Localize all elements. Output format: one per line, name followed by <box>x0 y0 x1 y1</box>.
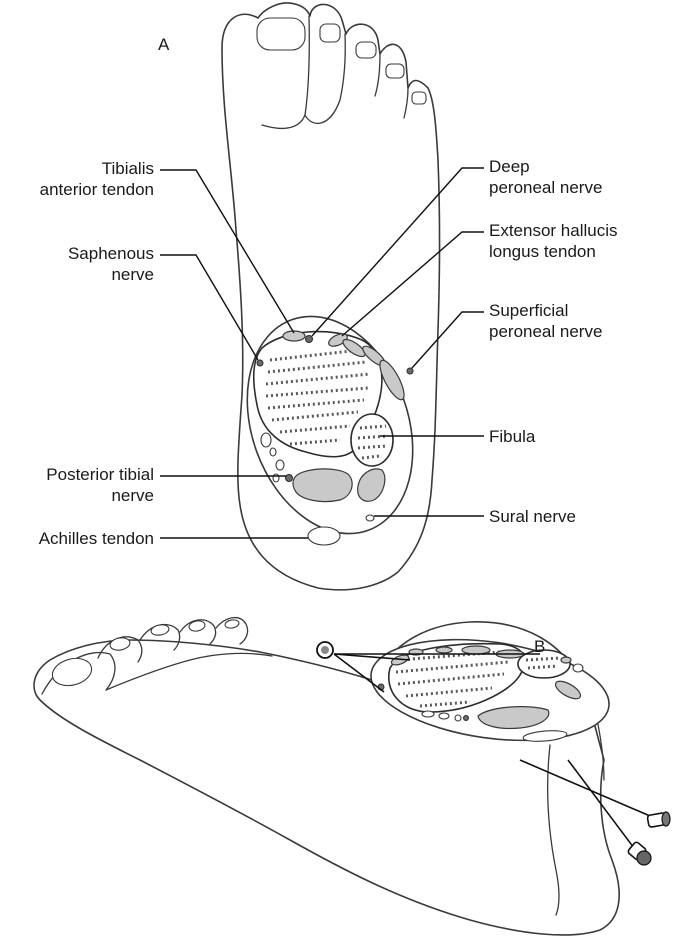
label-sural: Sural nerve <box>489 507 576 526</box>
toenail-b-third <box>150 624 169 637</box>
panel-label-a: A <box>158 35 170 54</box>
label-posterior-line1: Posterior tibial <box>46 465 154 484</box>
figure-a <box>218 3 441 590</box>
panel-label-b: B <box>534 637 545 656</box>
flexor-muscle-a <box>293 469 352 502</box>
label-tibialis-line2: anterior tendon <box>40 180 154 199</box>
sural-vessel-a <box>366 515 374 521</box>
label-deep-line2: peroneal nerve <box>489 178 602 197</box>
figure-b: B <box>34 618 670 935</box>
vessel-post2-a <box>273 474 279 482</box>
tendon-b6 <box>561 657 571 663</box>
syringe-hub-top-inner <box>321 646 329 654</box>
label-fibula: Fibula <box>489 427 536 446</box>
toenail-b-fifth <box>224 619 239 629</box>
vessel-post-a <box>276 460 284 470</box>
vessel-b2 <box>422 711 434 717</box>
vessel-b1 <box>573 664 583 672</box>
saphenous-nerve-a <box>257 360 263 366</box>
vessel-b3 <box>439 713 449 719</box>
label-superficial-line1: Superficial <box>489 301 568 320</box>
achilles-tendon-a <box>308 527 340 545</box>
toenail-fifth <box>412 92 426 104</box>
vessel-medial-a <box>261 433 271 447</box>
label-achilles: Achilles tendon <box>39 529 154 548</box>
superficial-peroneal-nerve-a <box>407 368 413 374</box>
posterior-tibial-nerve-a <box>286 475 293 482</box>
label-posterior-line2: nerve <box>111 486 154 505</box>
syringe-hub-right <box>647 812 670 827</box>
label-saphenous-line2: nerve <box>111 265 154 284</box>
toenail-fourth <box>386 64 404 78</box>
label-tibialis-line1: Tibialis <box>102 159 154 178</box>
label-ehl-line1: Extensor hallucis <box>489 221 618 240</box>
posterior-tibial-nerve-b <box>464 716 469 721</box>
tendon-b4 <box>462 646 490 654</box>
toenail-third <box>356 42 376 58</box>
fibula-a <box>351 414 393 466</box>
toenail-second <box>320 24 340 42</box>
label-ehl-line2: longus tendon <box>489 242 596 261</box>
label-deep-line1: Deep <box>489 157 530 176</box>
label-saphenous-line1: Saphenous <box>68 244 154 263</box>
vessel-b4 <box>455 715 461 721</box>
toenail-big <box>257 18 305 50</box>
tendon-b3 <box>436 647 452 653</box>
label-superficial-line2: peroneal nerve <box>489 322 602 341</box>
vessel-medial2-a <box>270 448 276 456</box>
deep-peroneal-nerve-a <box>306 336 313 343</box>
